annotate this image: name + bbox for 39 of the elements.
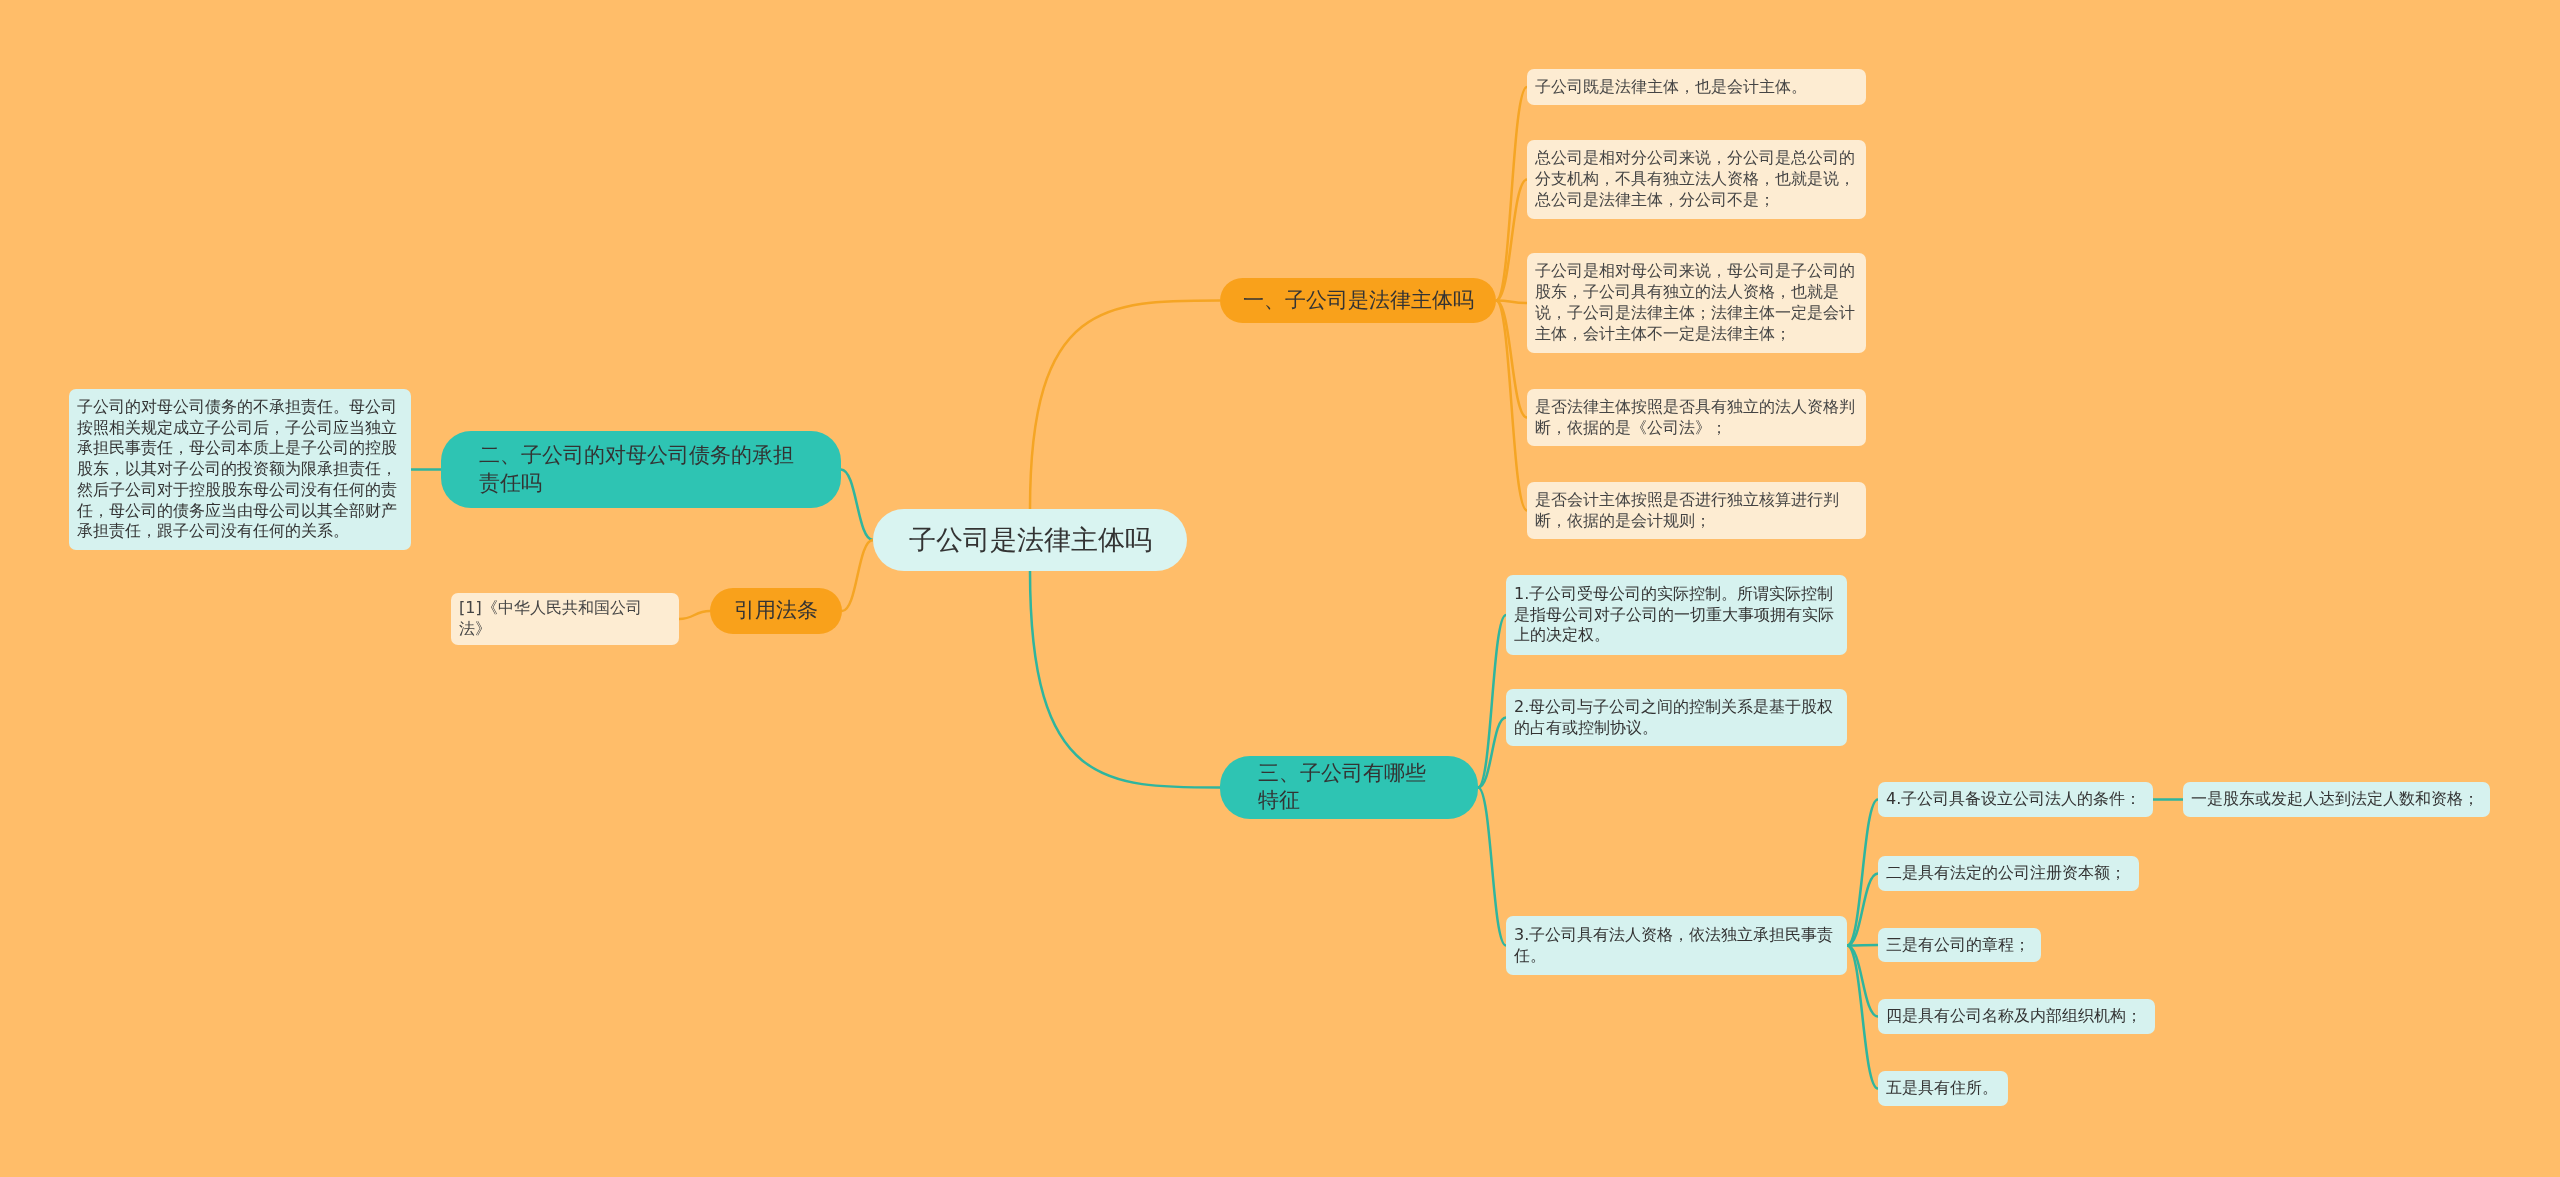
leaf-topic: 4.子公司具备设立公司法人的条件： [1878, 782, 2153, 817]
leaf-topic: 一是股东或发起人达到法定人数和资格； [2183, 782, 2490, 817]
connector-line [2153, 798, 2183, 801]
connector-line [841, 538, 874, 613]
leaf-topic: 3.子公司具有法人资格，依法独立承担民事责任。 [1506, 916, 1847, 975]
connector-line [1028, 570, 1220, 789]
connector-line [1495, 86, 1528, 302]
connector-line [1477, 716, 1507, 789]
connector-line [840, 468, 874, 542]
leaf-topic: 是否法律主体按照是否具有独立的法人资格判断，依据的是《公司法》； [1527, 389, 1866, 446]
leaf-topic: 子公司既是法律主体，也是会计主体。 [1527, 69, 1866, 105]
connector-line [1477, 786, 1507, 947]
connector-line [1028, 299, 1220, 510]
leaf-topic: 子公司是相对母公司来说，母公司是子公司的股东，子公司具有独立的法人资格，也就是说，子公司是法律主体；法律主体一定是会计主体，会计主体不一定是法律主体； [1527, 253, 1866, 353]
leaf-topic: 是否会计主体按照是否进行独立核算进行判断，依据的是会计规则； [1527, 482, 1866, 539]
leaf-topic: 五是具有住所。 [1878, 1071, 2008, 1106]
connector-line [1495, 178, 1528, 302]
connector-line [411, 468, 441, 471]
leaf-topic: 二是具有法定的公司注册资本额； [1878, 856, 2139, 891]
branch-topic: 二、子公司的对母公司债务的承担责任吗 [441, 431, 841, 508]
connector-line [1846, 872, 1879, 947]
branch-topic: 一、子公司是法律主体吗 [1220, 278, 1496, 323]
connector-line [1496, 299, 1527, 305]
branch-topic: 三、子公司有哪些特征 [1220, 756, 1478, 819]
connector-line [1477, 614, 1507, 789]
leaf-topic: 三是有公司的章程； [1878, 928, 2041, 962]
connector-line [678, 609, 711, 621]
leaf-topic: [1]《中华人民共和国公司法》 [451, 593, 679, 645]
connector-line [1846, 944, 1879, 1090]
branch-topic: 引用法条 [710, 588, 842, 634]
central-topic: 子公司是法律主体吗 [873, 509, 1187, 571]
connector-line [1847, 943, 1878, 947]
leaf-topic: 四是具有公司名称及内部组织机构； [1878, 999, 2155, 1034]
connector-line [1495, 299, 1528, 512]
connector-line [1846, 798, 1879, 947]
leaf-topic: 总公司是相对分公司来说，分公司是总公司的分支机构，不具有独立法人资格，也就是说，总公司是法律主体，分公司不是； [1527, 140, 1866, 219]
leaf-topic: 子公司的对母公司债务的不承担责任。母公司按照相关规定成立子公司后，子公司应当独立承担民事责任，母公司本质上是子公司的控股股东，以其对子公司的投资额为限承担责任，然后子公司对于控股股东母公司没有任何的责任，母公司的债务应当由母公司以其全部财产承担责任，跟子公司没有任何的关系。 [69, 389, 411, 550]
leaf-topic: 1.子公司受母公司的实际控制。所谓实际控制是指母公司对子公司的一切重大事项拥有实际上的决定权。 [1506, 575, 1847, 655]
leaf-topic: 2.母公司与子公司之间的控制关系是基于股权的占有或控制协议。 [1506, 689, 1847, 746]
